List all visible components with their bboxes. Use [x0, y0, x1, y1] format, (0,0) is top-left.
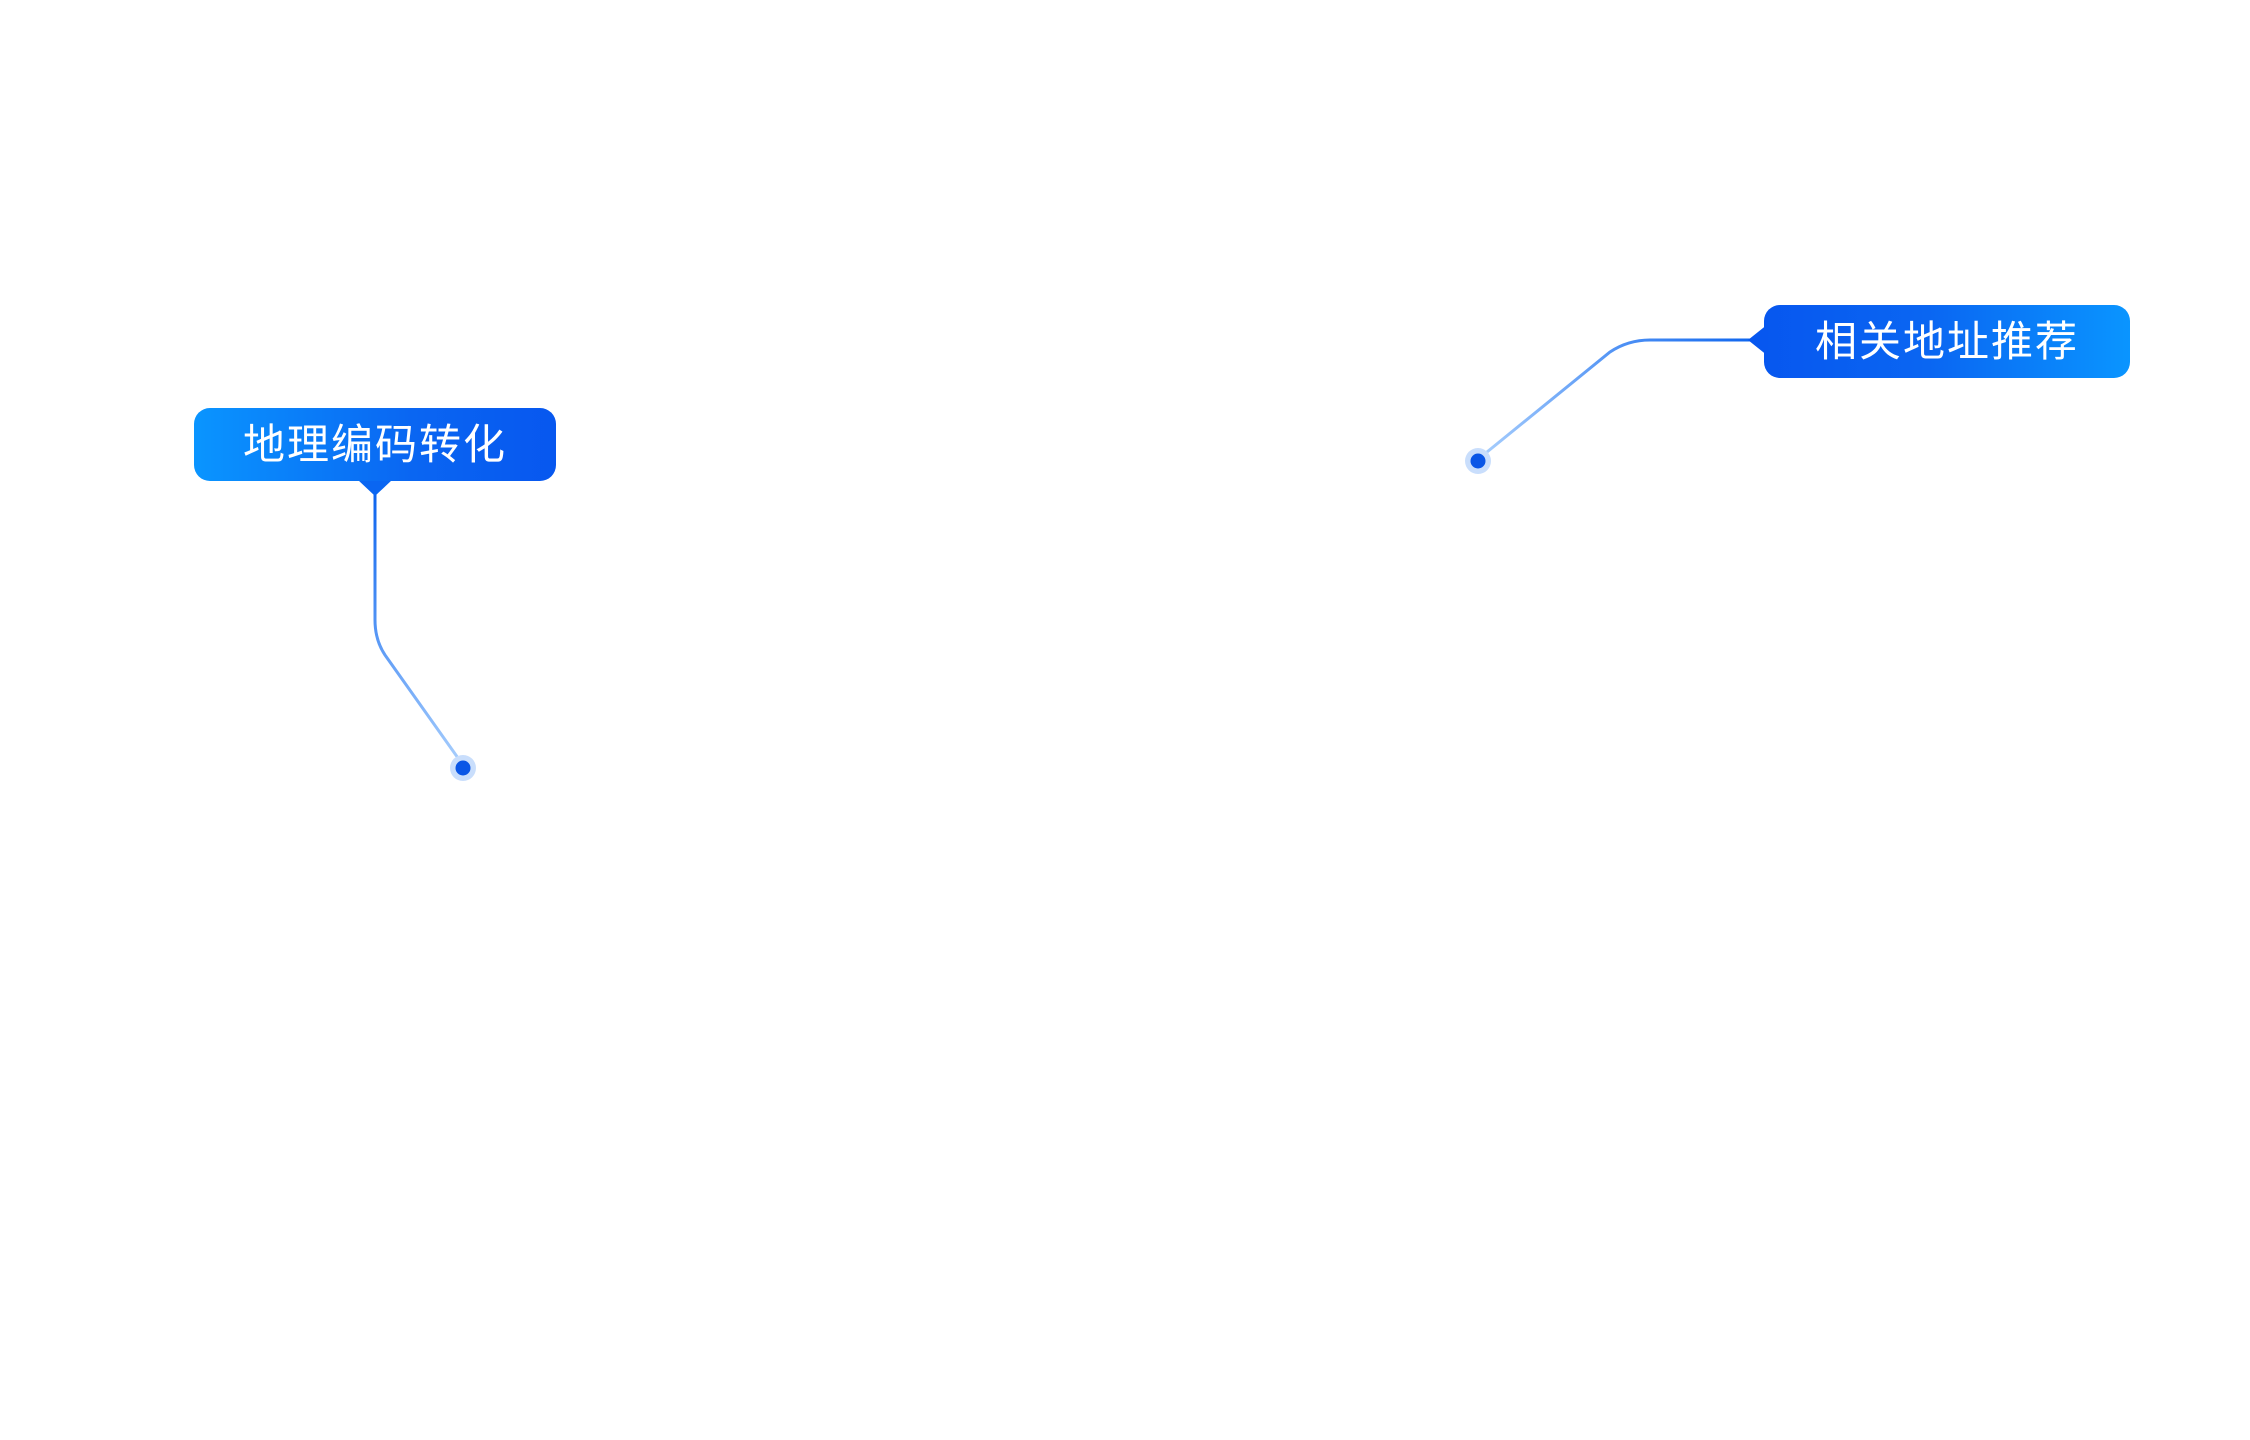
anchor-dot-recommend	[1470, 453, 1486, 469]
callout-geocoding: 地理编码转化	[194, 408, 556, 481]
callout-pointer-recommend	[1748, 324, 1768, 356]
callout-recommend-label: 相关地址推荐	[1814, 317, 2079, 366]
connector-recommend	[1485, 338, 1762, 454]
connector-geocoding	[373, 488, 460, 760]
callout-recommend: 相关地址推荐	[1764, 305, 2130, 378]
anchor-dot-geocoding	[455, 760, 471, 776]
callout-geocoding-label: 地理编码转化	[242, 420, 507, 469]
callout-pointer-geocoding	[358, 480, 392, 496]
